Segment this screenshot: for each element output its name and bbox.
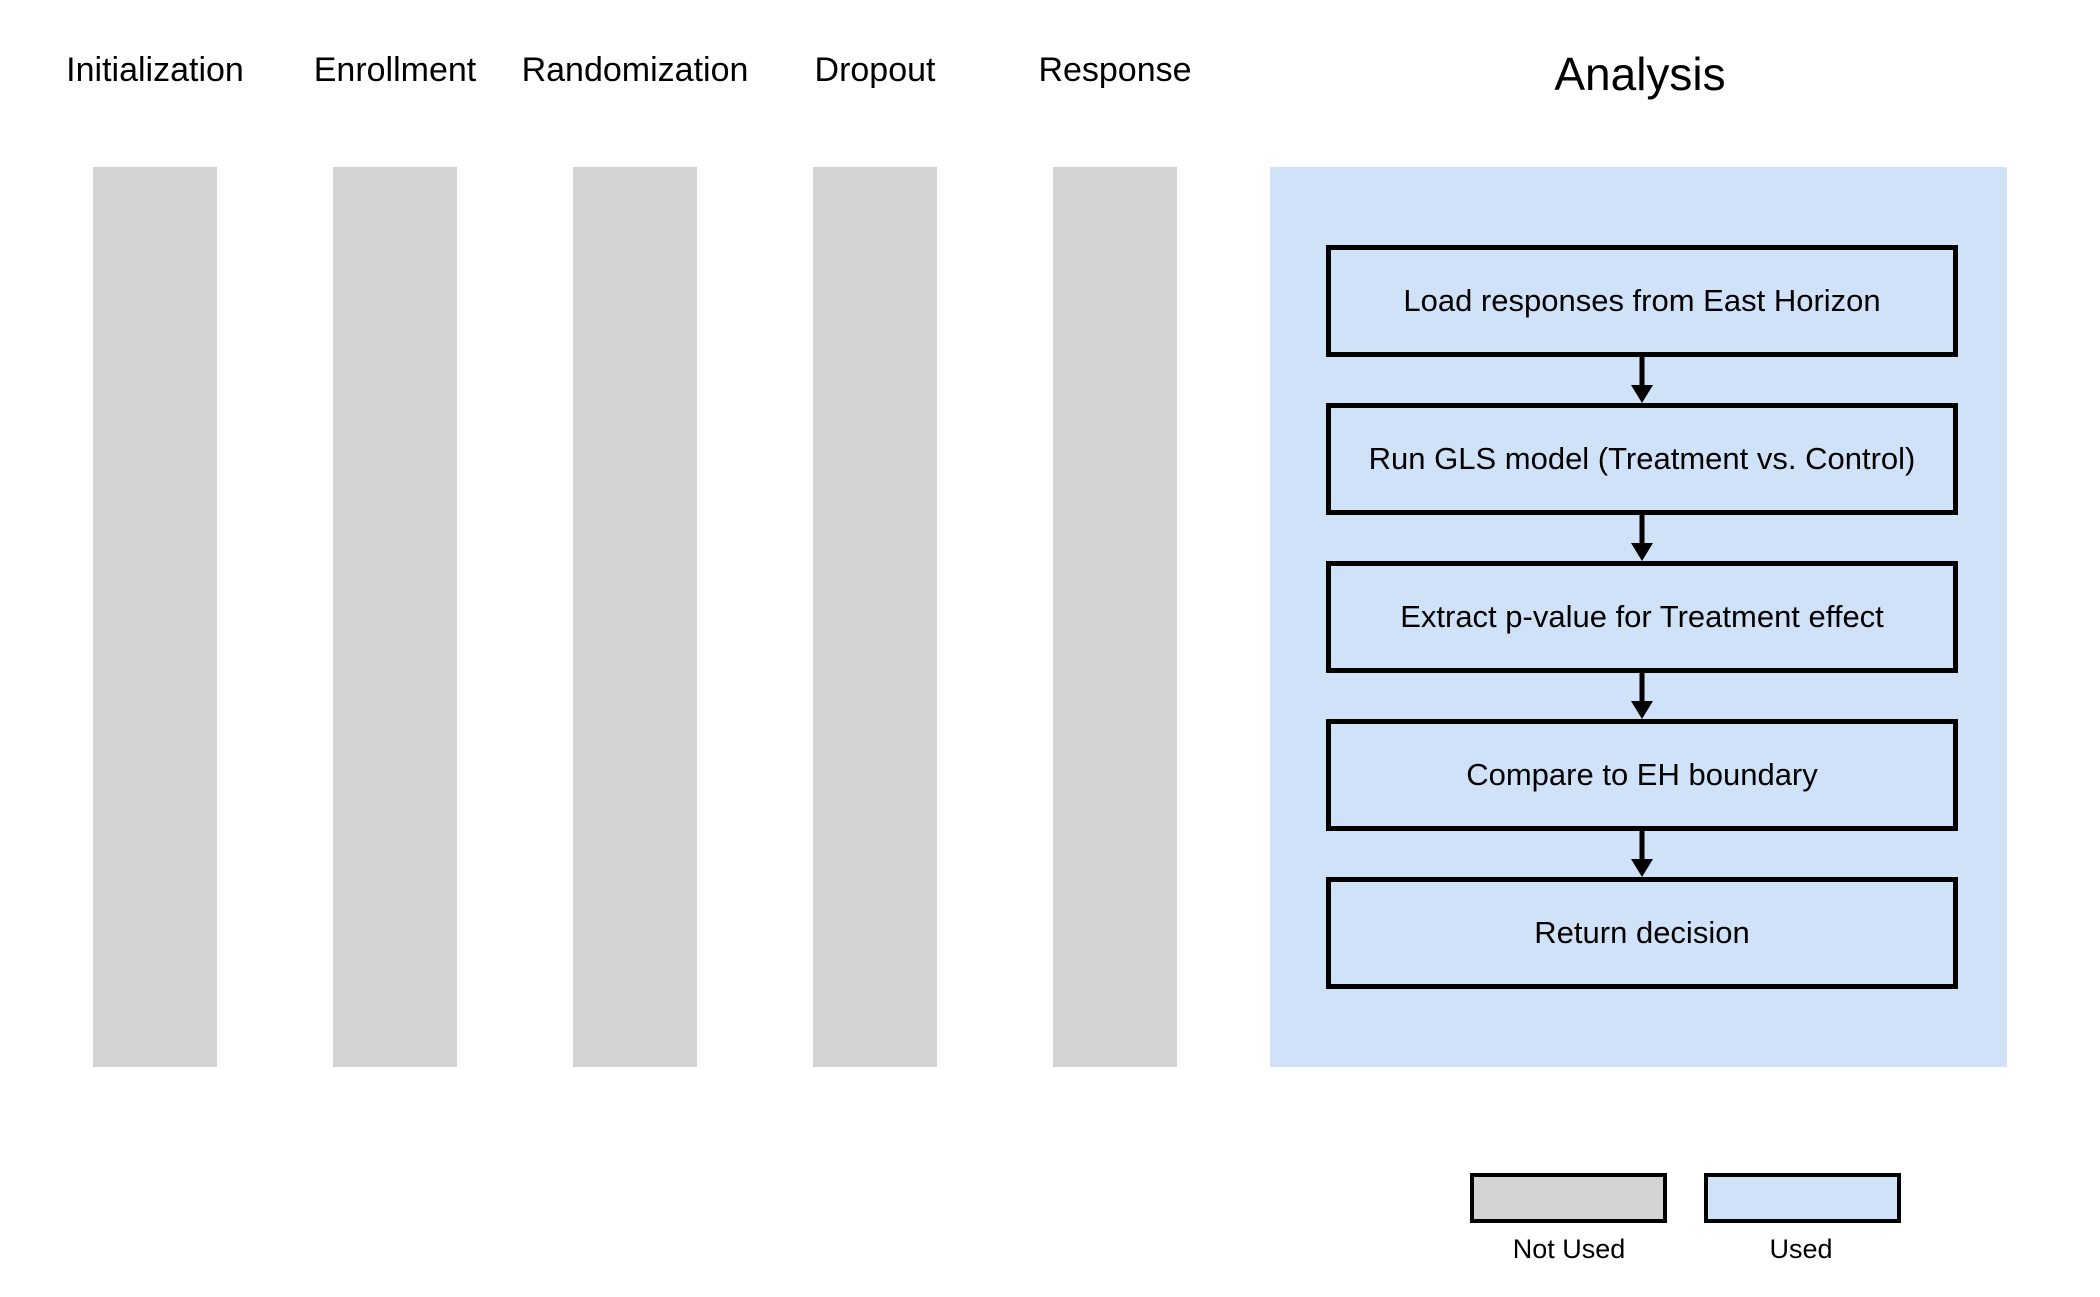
stage-label-dropout: Dropout [814,51,936,89]
stage-bar-initialization [93,167,217,1067]
stage-bar-enrollment [333,167,457,1067]
legend-label-used: Used [1769,1234,1833,1264]
flow-box-return-decision: Return decision [1326,877,1958,989]
flow-box-label: Run GLS model (Treatment vs. Control) [1368,441,1916,476]
flow-arrow-icon [1631,515,1653,561]
stage-label-response: Response [1038,51,1192,89]
flow-box-label: Load responses from East Horizon [1403,283,1881,318]
flow-box-label: Return decision [1534,915,1750,950]
stage-label-analysis: Analysis [1554,48,1726,100]
stage-label-randomization: Randomization [521,51,749,89]
flow-arrow-icon [1631,357,1653,403]
legend-swatch-not-used [1470,1173,1667,1223]
stage-bar-response [1053,167,1177,1067]
stage-label-initialization: Initialization [66,51,244,89]
stage-bar-randomization [573,167,697,1067]
flow-arrow-icon [1631,831,1653,877]
flow-box-label: Compare to EH boundary [1466,757,1818,792]
flow-box-extract-p-value: Extract p-value for Treatment effect [1326,561,1958,673]
flow-box-run-gls-model: Run GLS model (Treatment vs. Control) [1326,403,1958,515]
stage-bar-dropout [813,167,937,1067]
flow-box-label: Extract p-value for Treatment effect [1400,599,1884,634]
flow-box-compare-boundary: Compare to EH boundary [1326,719,1958,831]
flow-arrow-icon [1631,673,1653,719]
stage-label-enrollment: Enrollment [313,51,477,89]
flow-box-load-responses: Load responses from East Horizon [1326,245,1958,357]
analysis-panel: Load responses from East Horizon Run GLS… [1270,167,2007,1067]
legend-swatch-used [1704,1173,1901,1223]
legend-label-not-used: Not Used [1512,1234,1626,1264]
